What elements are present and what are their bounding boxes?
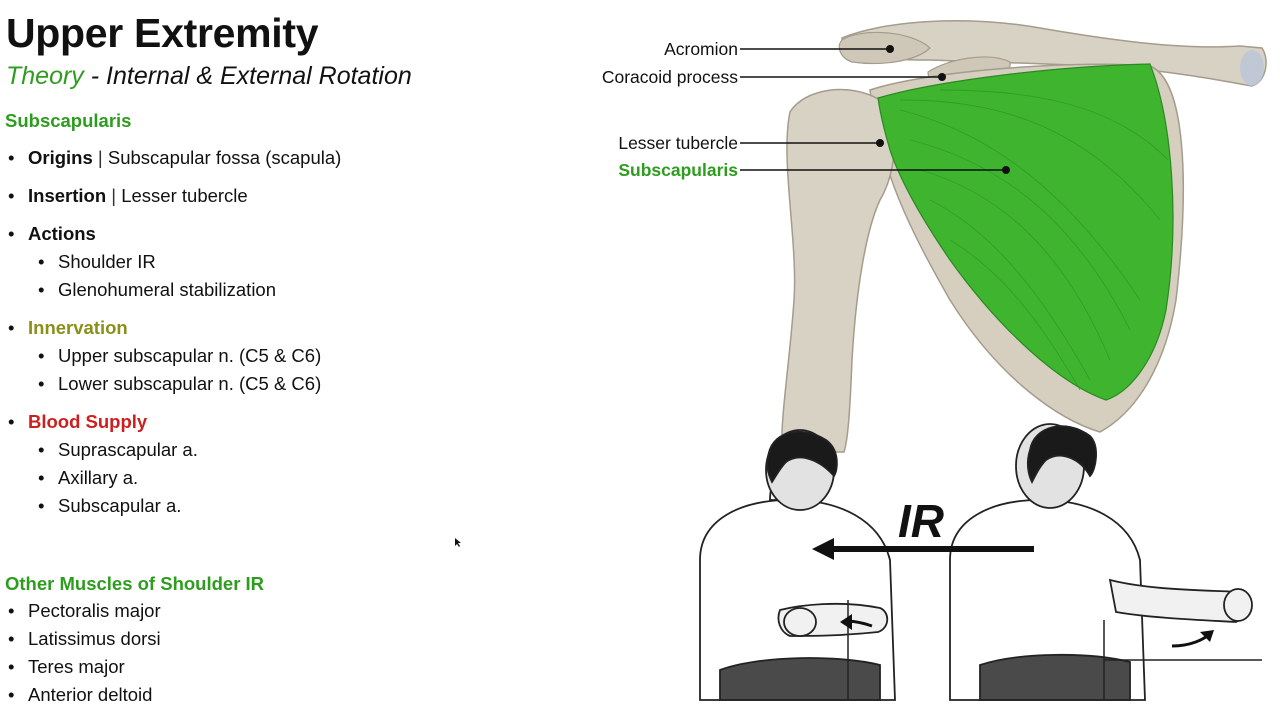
other-muscle-item: • Anterior deltoid bbox=[8, 684, 152, 706]
other-muscles-heading: Other Muscles of Shoulder IR bbox=[5, 573, 265, 594]
innervation-item: • Innervation bbox=[8, 317, 128, 339]
actions-subitem: • Glenohumeral stabilization bbox=[38, 279, 276, 301]
bullet: • bbox=[38, 373, 45, 394]
bullet: • bbox=[38, 279, 45, 300]
blood-supply-subitem-text: Axillary a. bbox=[58, 467, 139, 488]
bullet: • bbox=[38, 251, 45, 272]
figure-external-rotation bbox=[949, 423, 1262, 701]
blood-supply-subitem-text: Suprascapular a. bbox=[58, 439, 198, 460]
other-muscle-item: • Latissimus dorsi bbox=[8, 628, 161, 650]
other-muscle-item: • Teres major bbox=[8, 656, 125, 678]
other-muscle-text: Pectoralis major bbox=[28, 600, 161, 621]
innervation-subitem-text: Upper subscapular n. (C5 & C6) bbox=[58, 345, 322, 366]
origins-value: Subscapular fossa (scapula) bbox=[107, 147, 342, 168]
innervation-subitem-text: Lower subscapular n. (C5 & C6) bbox=[58, 373, 322, 394]
separator: | bbox=[111, 185, 117, 206]
bullet: • bbox=[8, 147, 15, 168]
insertion-item: • Insertion | Lesser tubercle bbox=[8, 185, 248, 207]
figure-internal-rotation bbox=[699, 429, 896, 701]
actions-item: • Actions bbox=[8, 223, 96, 245]
page-subtitle: Theory - Internal & External Rotation bbox=[6, 62, 412, 91]
bullet: • bbox=[38, 495, 45, 516]
insertion-value: Lesser tubercle bbox=[121, 185, 248, 206]
bullet: • bbox=[8, 656, 15, 677]
other-muscle-text: Teres major bbox=[28, 656, 125, 677]
other-muscle-text: Latissimus dorsi bbox=[28, 628, 161, 649]
bullet: • bbox=[8, 600, 15, 621]
actions-label: Actions bbox=[28, 223, 96, 244]
other-muscle-item: • Pectoralis major bbox=[8, 600, 161, 622]
blood-supply-item: • Blood Supply bbox=[8, 411, 147, 433]
innervation-subitem: • Lower subscapular n. (C5 & C6) bbox=[38, 373, 321, 395]
actions-subitem: • Shoulder IR bbox=[38, 251, 156, 273]
separator: | bbox=[97, 147, 103, 168]
acromion-bone bbox=[838, 31, 931, 65]
bullet: • bbox=[8, 628, 15, 649]
actions-subitem-text: Glenohumeral stabilization bbox=[58, 279, 277, 300]
muscle-fibers bbox=[899, 89, 1169, 391]
label-acromion: Acromion bbox=[664, 39, 738, 59]
blood-supply-subitem: • Subscapular a. bbox=[38, 495, 181, 517]
blood-supply-subitem: • Axillary a. bbox=[38, 467, 138, 489]
innervation-subitem: • Upper subscapular n. (C5 & C6) bbox=[38, 345, 321, 367]
mouse-cursor-icon bbox=[455, 538, 461, 547]
other-muscle-text: Anterior deltoid bbox=[28, 684, 153, 705]
actions-subitem-text: Shoulder IR bbox=[58, 251, 156, 272]
label-coracoid: Coracoid process bbox=[601, 67, 738, 87]
label-lesser-tubercle: Lesser tubercle bbox=[618, 133, 738, 153]
origins-label: Origins bbox=[28, 147, 93, 168]
bullet: • bbox=[8, 317, 15, 338]
origins-item: • Origins | Subscapular fossa (scapula) bbox=[8, 147, 341, 169]
blood-supply-subitem-text: Subscapular a. bbox=[58, 495, 182, 516]
blood-supply-subitem: • Suprascapular a. bbox=[38, 439, 198, 461]
subtitle-theory: Theory bbox=[6, 62, 84, 90]
blood-supply-label: Blood Supply bbox=[28, 411, 148, 432]
muscle-heading: Subscapularis bbox=[5, 110, 132, 131]
innervation-label: Innervation bbox=[28, 317, 128, 338]
insertion-label: Insertion bbox=[28, 185, 107, 206]
bullet: • bbox=[8, 185, 15, 206]
bullet: • bbox=[38, 345, 45, 366]
clavicle-end bbox=[1240, 50, 1264, 86]
ir-motion-label: IR bbox=[898, 495, 944, 547]
bullet: • bbox=[38, 439, 45, 460]
page-title: Upper Extremity bbox=[6, 10, 319, 56]
bullet: • bbox=[8, 411, 15, 432]
bullet: • bbox=[8, 223, 15, 244]
subtitle-rest: - Internal & External Rotation bbox=[83, 62, 412, 90]
bullet: • bbox=[38, 467, 45, 488]
label-subscapularis: Subscapularis bbox=[618, 160, 738, 180]
bullet: • bbox=[8, 684, 15, 705]
subscapularis-muscle bbox=[877, 63, 1174, 401]
